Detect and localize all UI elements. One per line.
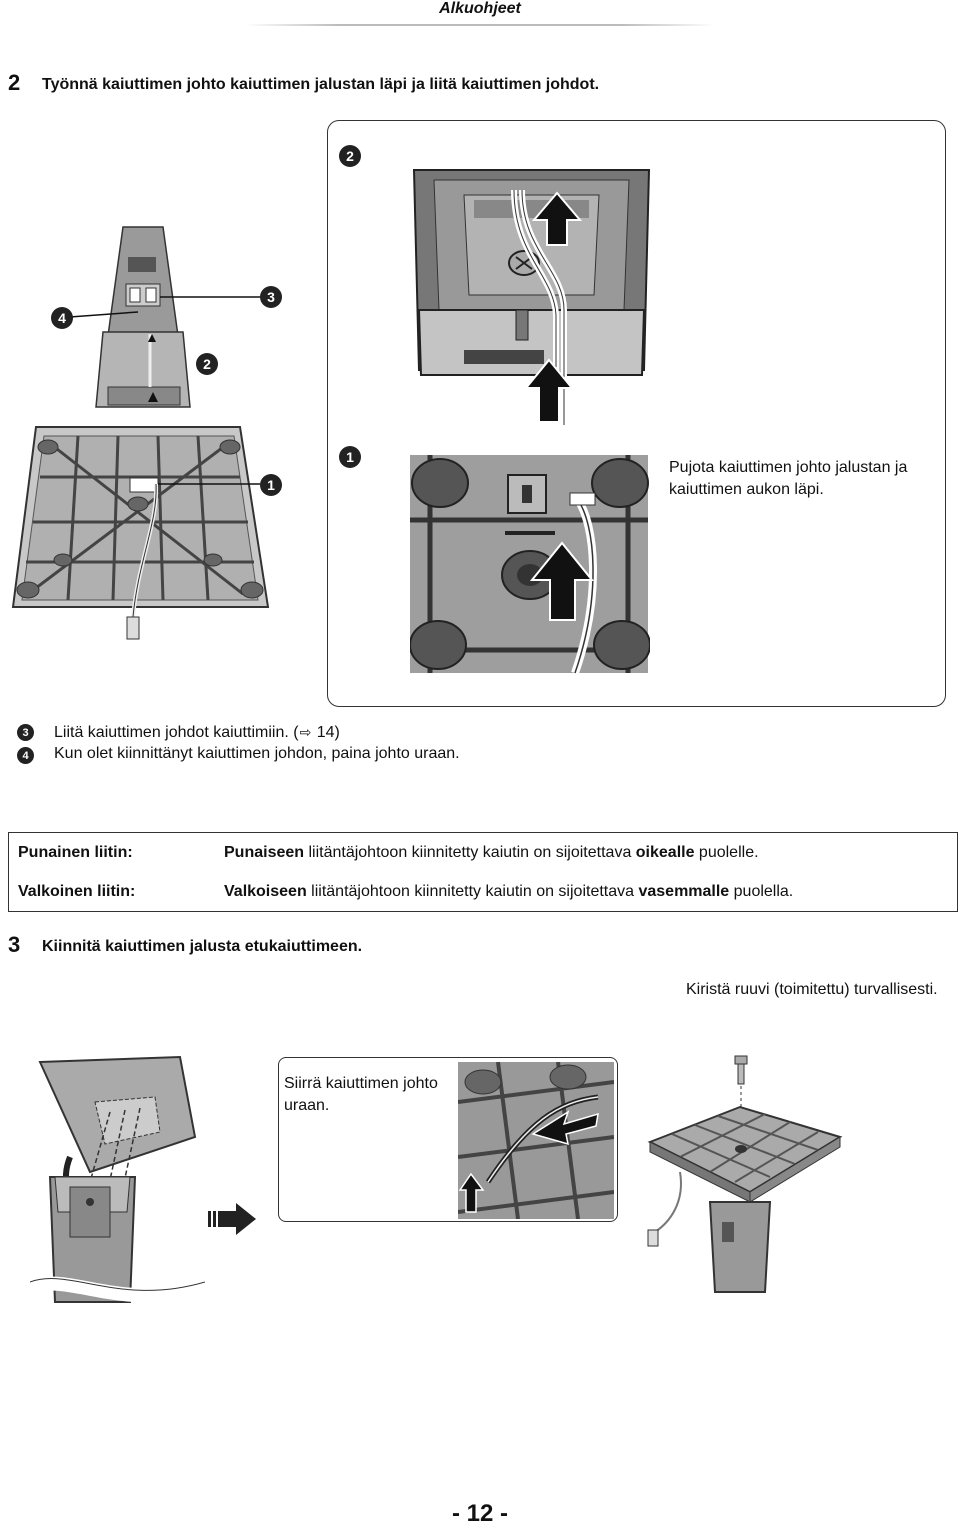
- caption-slide-cable: Siirrä kaiuttimen johto uraan.: [284, 1075, 438, 1114]
- detail-badge-2: 2: [339, 145, 361, 167]
- note-3-text: Liitä kaiuttimen johdot kaiuttimiin. (⇨ …: [54, 721, 340, 744]
- step-2-number: 2: [8, 70, 21, 95]
- step-3-number: 3: [8, 932, 21, 957]
- page-header-title: Alkuohjeet: [439, 0, 521, 17]
- page-number: - 12 -: [451, 1500, 508, 1526]
- note-4-text: Kun olet kiinnittänyt kaiuttimen johdon,…: [54, 745, 460, 762]
- white-connector-bold1: Valkoiseen: [224, 883, 307, 900]
- red-connector-bold1: Punaiseen: [224, 844, 305, 861]
- callout-badge-3: 3: [260, 286, 282, 308]
- caption-thread-cable: Pujota kaiuttimen johto jalustan ja kaiu…: [669, 459, 908, 498]
- note-3-text-before: Liitä kaiuttimen johdot kaiuttimiin. (: [54, 724, 299, 741]
- callout-badge-2: 2: [196, 353, 218, 375]
- white-connector-text: Valkoiseen liitäntäjohtoon kiinnitetty k…: [224, 883, 793, 901]
- note-badge-3: 3: [17, 724, 34, 741]
- detail-badge-1: 1: [339, 446, 361, 468]
- red-connector-bold2: oikealle: [635, 844, 695, 861]
- tighten-screw-illustration: [640, 1052, 850, 1302]
- white-connector-text2: puolella.: [729, 883, 794, 900]
- attach-base-illustration: [30, 1052, 205, 1312]
- caption-tighten-screw: Kiristä ruuvi (toimitettu) turvallisesti…: [686, 981, 938, 998]
- arrow-right-icon: ⇨: [299, 724, 312, 740]
- callout-badge-4: 4: [51, 307, 73, 329]
- white-connector-text1: liitäntäjohtoon kiinnitetty kaiutin on s…: [306, 883, 639, 900]
- speaker-cable-insertion-illustration: [404, 160, 654, 430]
- red-connector-text1: liitäntäjohtoon kiinnitetty kaiutin on s…: [304, 844, 636, 861]
- slide-cable-illustration: [458, 1062, 614, 1219]
- callout-badge-1: 1: [260, 474, 282, 496]
- note-3-text-after: 14): [312, 724, 340, 741]
- red-connector-text: Punaiseen liitäntäjohtoon kiinnitetty ka…: [224, 844, 759, 862]
- base-cable-insertion-illustration: [410, 455, 650, 675]
- red-connector-label: Punainen liitin:: [18, 844, 133, 861]
- white-connector-bold2: vasemmalle: [638, 883, 730, 900]
- header-divider: [245, 24, 715, 26]
- white-connector-label: Valkoinen liitin:: [18, 883, 136, 900]
- speaker-base-overview-illustration: [8, 222, 308, 652]
- next-step-arrow-icon: [206, 1200, 258, 1238]
- connector-info-table: [8, 832, 958, 912]
- red-connector-text2: puolelle.: [694, 844, 759, 861]
- step-2-text: Työnnä kaiuttimen johto kaiuttimen jalus…: [42, 76, 600, 93]
- note-badge-4: 4: [17, 747, 34, 764]
- step-3-text: Kiinnitä kaiuttimen jalusta etukaiuttime…: [42, 938, 363, 955]
